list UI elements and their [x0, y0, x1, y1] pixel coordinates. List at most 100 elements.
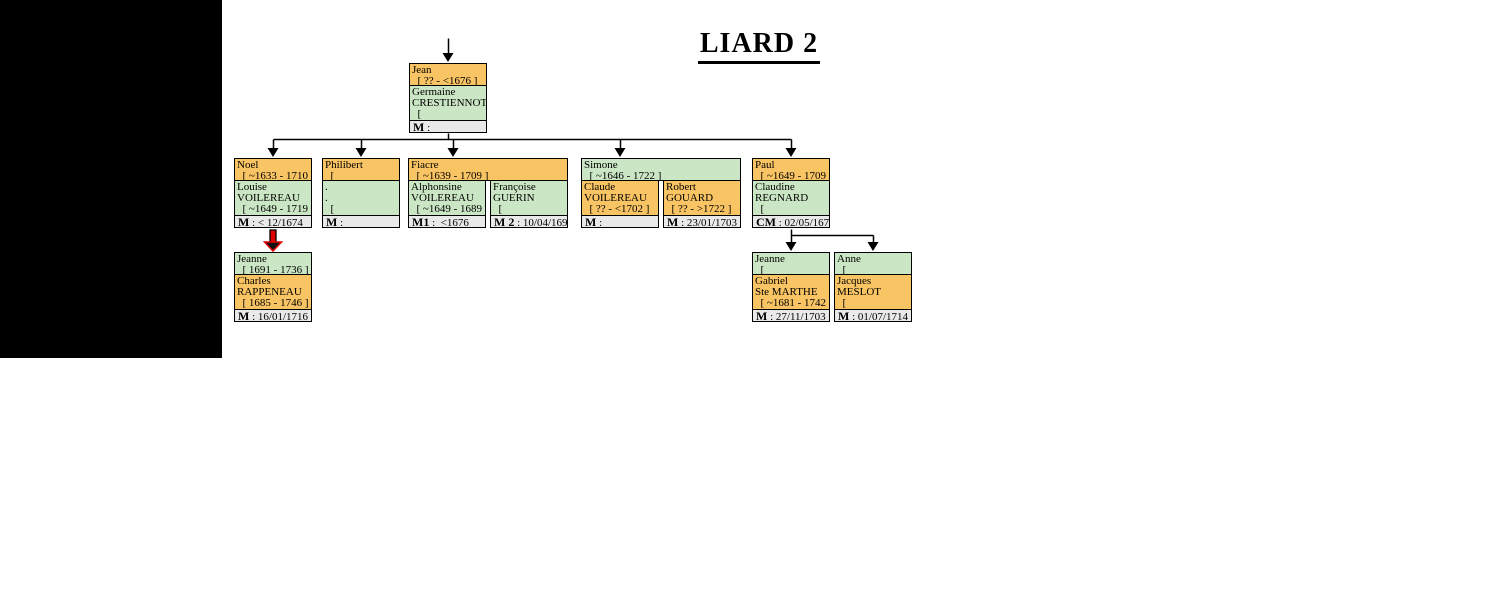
marriage-label: M — [326, 215, 338, 228]
arrowhead-down-icon — [447, 148, 459, 157]
marriage-row: M : < 12/1674 — [234, 215, 312, 228]
spouse-surname: GUERIN — [493, 192, 535, 204]
person-section[interactable]: Jean [ ?? - <1676 ] — [409, 63, 487, 86]
highlight-red-arrow-shaft — [269, 229, 277, 244]
person-name: Jeanne — [237, 253, 267, 265]
marriage-date: : 16/01/1716 — [249, 311, 308, 322]
spouse-name: Françoise — [493, 181, 536, 193]
person-dates: [ ~1639 - 1709 ] — [411, 170, 489, 181]
marriage-label: M — [756, 309, 768, 322]
arrowhead-down-icon — [785, 148, 797, 157]
person-section[interactable]: Jeanne [ — [752, 252, 830, 275]
person-dates: [ ~1633 - 1710 ] — [237, 170, 312, 181]
person-section[interactable]: Philibert [ — [322, 158, 400, 181]
person-section[interactable]: Paul [ ~1649 - 1709 ] — [752, 158, 830, 181]
spouse-dates: [ ~1649 - 1719 ] — [237, 203, 312, 215]
spouse-surname: CRESTIENNOT — [412, 97, 487, 109]
person-name: Paul — [755, 159, 775, 171]
person-section[interactable]: Fiacre [ ~1639 - 1709 ] — [408, 158, 568, 181]
marriage-label: M1 — [412, 215, 430, 228]
person-name: Anne — [837, 253, 861, 265]
spouse-name: Louise — [237, 181, 267, 193]
spouse-surname: RAPPENEAU — [237, 286, 302, 298]
person-name: Philibert — [325, 159, 363, 171]
person-dates: [ — [837, 264, 847, 275]
spouse-surname: VOILEREAU — [237, 192, 300, 204]
spouse-name: Charles — [237, 275, 271, 287]
spouse-surname: VOILEREAU — [584, 192, 647, 204]
unions-row: .. [M : — [322, 180, 400, 228]
marriage-row: M : — [409, 120, 487, 133]
marriage-row: CM : 02/05/1676 — [752, 215, 830, 228]
marriage-row: M : 01/07/1714 — [834, 309, 912, 322]
arrowhead-down-icon — [867, 242, 879, 251]
spouse-surname: MESLOT — [837, 286, 881, 298]
black-panel — [0, 0, 222, 358]
marriage-label: M — [238, 309, 250, 322]
family-card-philibert[interactable]: Philibert [.. [M : — [322, 158, 400, 228]
spouse-dates: [ — [325, 203, 335, 215]
person-section[interactable]: Anne [ — [834, 252, 912, 275]
arrowhead-down-icon — [785, 242, 797, 251]
marriage-row: M : — [581, 215, 659, 228]
person-section[interactable]: Simone [ ~1646 - 1722 ] — [581, 158, 741, 181]
person-section[interactable]: Noel [ ~1633 - 1710 ] — [234, 158, 312, 181]
marriage-date: : 27/11/1703 — [767, 311, 826, 322]
arrowhead-down-icon — [442, 53, 454, 62]
spouse-surname: . — [325, 192, 328, 204]
marriage-row: M1 : <1676 — [408, 215, 486, 228]
marriage-date: : — [337, 217, 344, 228]
marriage-date: : 01/07/1714 — [849, 311, 908, 322]
spouse-surname: REGNARD — [755, 192, 809, 204]
person-name: Noel — [237, 159, 259, 171]
spouse-section[interactable]: .. [ — [322, 180, 400, 216]
marriage-date: : < 12/1674 — [249, 217, 303, 228]
marriage-row: M : 16/01/1716 — [234, 309, 312, 322]
page-title: LIARD 2 — [649, 28, 869, 64]
marriage-date: : <1676 — [429, 217, 469, 228]
arrowhead-down-icon — [614, 148, 626, 157]
spouse-dates: [ ?? - >1722 ] — [666, 203, 732, 215]
spouse-name: Robert — [666, 181, 696, 193]
person-dates: [ ?? - <1676 ] — [412, 75, 478, 86]
person-dates: [ ~1649 - 1709 ] — [755, 170, 830, 181]
marriage-label: M — [413, 120, 425, 133]
person-section[interactable]: Jeanne [ 1691 - 1736 ] — [234, 252, 312, 275]
marriage-row: M : 23/01/1703 — [663, 215, 741, 228]
spouse-dates: [ — [755, 203, 765, 215]
spouse-name: Jacques — [837, 275, 872, 287]
marriage-label: M — [838, 309, 850, 322]
